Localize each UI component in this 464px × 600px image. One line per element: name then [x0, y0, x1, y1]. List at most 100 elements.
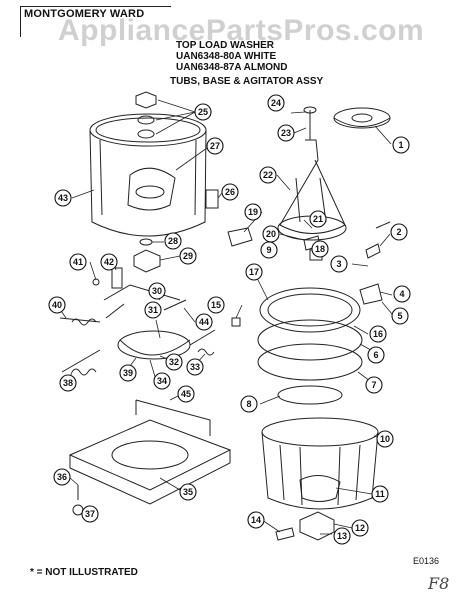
- callout-circle: [186, 358, 204, 376]
- callout-12: 12: [351, 519, 369, 537]
- callout-circle: [206, 137, 224, 155]
- small-clip: [275, 527, 295, 541]
- callout-circle: [371, 485, 389, 503]
- callout-number: 18: [315, 244, 325, 254]
- callout-3: 3: [330, 255, 348, 273]
- callout-circle: [311, 240, 329, 258]
- callout-circle: [309, 210, 327, 228]
- callout-11: 11: [371, 485, 389, 503]
- callout-number: 30: [152, 286, 162, 296]
- callout-39: 39: [119, 364, 137, 382]
- callout-circle: [369, 325, 387, 343]
- callout-29: 29: [179, 247, 197, 265]
- callout-circle: [393, 285, 411, 303]
- callout-number: 32: [169, 357, 179, 367]
- callout-30: 30: [148, 282, 166, 300]
- callout-number: 33: [190, 362, 200, 372]
- callout-17: 17: [245, 263, 263, 281]
- callout-4: 4: [393, 285, 411, 303]
- callout-number: 40: [52, 300, 62, 310]
- callout-circle: [54, 189, 72, 207]
- callout-number: 41: [73, 257, 83, 267]
- callout-16: 16: [369, 325, 387, 343]
- callout-13: 13: [333, 527, 351, 545]
- callout-number: 25: [198, 107, 208, 117]
- callout-circle: [391, 307, 409, 325]
- callout-32: 32: [165, 353, 183, 371]
- callout-31: 31: [144, 301, 162, 319]
- bracket-part: [359, 283, 383, 305]
- callout-circle: [165, 353, 183, 371]
- callout-number: 4: [399, 289, 404, 299]
- callout-34: 34: [153, 372, 171, 390]
- callout-28: 28: [164, 232, 182, 250]
- callout-number: 3: [336, 259, 341, 269]
- spin-basket: [261, 417, 379, 510]
- callout-circle: [207, 296, 225, 314]
- callout-number: 21: [313, 214, 323, 224]
- callout-circle: [48, 296, 66, 314]
- callout-number: 39: [123, 368, 133, 378]
- callout-circle: [59, 374, 77, 392]
- callout-33: 33: [186, 358, 204, 376]
- callout-circle: [259, 166, 277, 184]
- callout-43: 43: [54, 189, 72, 207]
- callout-circle: [330, 255, 348, 273]
- callout-23: 23: [277, 124, 295, 142]
- callout-number: 1: [398, 140, 403, 150]
- callout-45: 45: [177, 385, 195, 403]
- diagram-code: E0136: [413, 556, 440, 566]
- callout-number: 2: [396, 227, 401, 237]
- callout-circle: [333, 527, 351, 545]
- callout-number: 36: [57, 472, 67, 482]
- callout-number: 35: [183, 487, 193, 497]
- callout-circle: [221, 183, 239, 201]
- callout-40: 40: [48, 296, 66, 314]
- callout-number: 28: [168, 236, 178, 246]
- spin-drive-hub: [299, 511, 335, 541]
- callout-circle: [119, 364, 137, 382]
- outer-tub: [89, 113, 207, 237]
- callout-27: 27: [206, 137, 224, 155]
- callout-circle: [240, 395, 258, 413]
- callout-42: 42: [100, 253, 118, 271]
- callout-number: 15: [211, 300, 221, 310]
- callout-8: 8: [240, 395, 258, 413]
- callout-9: 9: [260, 241, 278, 259]
- callout-circle: [247, 511, 265, 529]
- callout-circle: [365, 376, 383, 394]
- callout-7: 7: [365, 376, 383, 394]
- callout-number: 45: [181, 389, 191, 399]
- callout-circle: [153, 372, 171, 390]
- callout-circle: [100, 253, 118, 271]
- callout-37: 37: [81, 505, 99, 523]
- callout-1: 1: [392, 136, 410, 154]
- section-title: TUBS, BASE & AGITATOR ASSY: [170, 76, 324, 87]
- callout-circle: [148, 282, 166, 300]
- callout-22: 22: [259, 166, 277, 184]
- callout-number: 13: [337, 531, 347, 541]
- callout-number: 34: [157, 376, 167, 386]
- balance-rings: [257, 287, 363, 405]
- callout-number: 10: [380, 434, 390, 444]
- callout-number: 5: [397, 311, 402, 321]
- callout-35: 35: [179, 483, 197, 501]
- callout-21: 21: [309, 210, 327, 228]
- mounting-hub: [133, 249, 161, 273]
- callout-26: 26: [221, 183, 239, 201]
- model-white: UAN6348-80A WHITE: [176, 51, 277, 62]
- callout-circle: [177, 385, 195, 403]
- callout-number: 44: [199, 317, 209, 327]
- callout-circle: [245, 263, 263, 281]
- callout-circle: [194, 103, 212, 121]
- callout-number: 38: [63, 378, 73, 388]
- callout-number: 19: [248, 207, 258, 217]
- callout-number: 43: [58, 193, 68, 203]
- seal-ring: [139, 238, 153, 246]
- callout-circle: [81, 505, 99, 523]
- brand-header: MONTGOMERY WARD: [24, 8, 145, 20]
- callout-6: 6: [367, 346, 385, 364]
- callout-number: 29: [183, 251, 193, 261]
- callout-19: 19: [244, 203, 262, 221]
